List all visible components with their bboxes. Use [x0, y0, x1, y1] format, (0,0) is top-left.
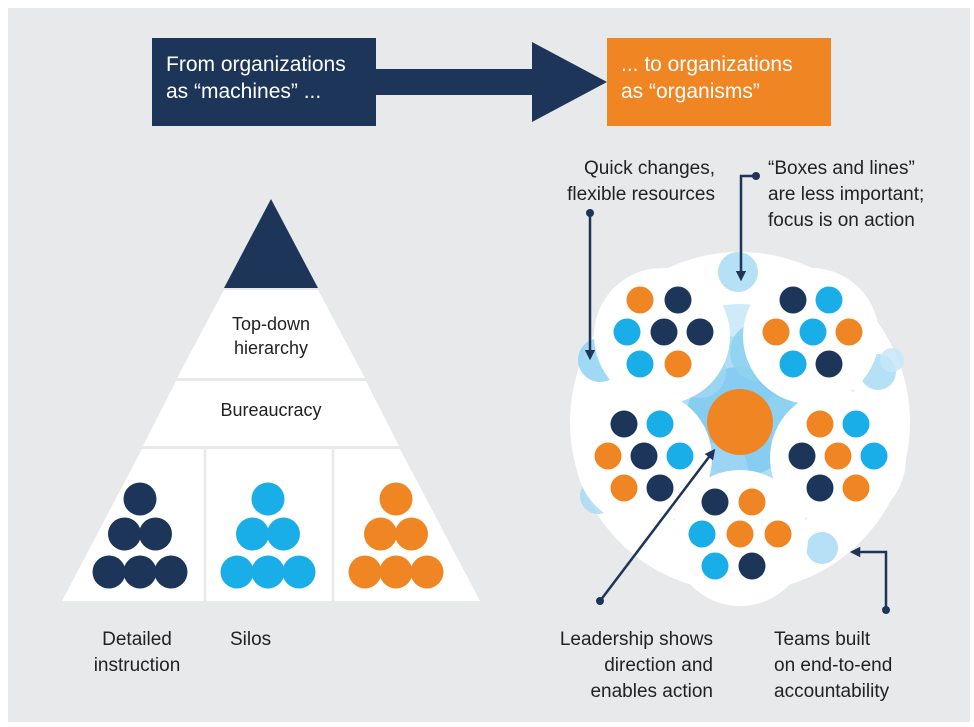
silo-dot	[123, 482, 157, 516]
team-member-dot	[701, 552, 729, 580]
team-member-dot	[630, 442, 658, 470]
pyramid-tier-hierarchy	[177, 290, 365, 378]
transition-arrow	[376, 42, 607, 122]
hierarchy-label: Top-down hierarchy	[231, 314, 311, 358]
silo-dot	[108, 517, 141, 551]
teams-connector	[849, 546, 888, 610]
silo-dot	[267, 517, 300, 551]
tissue-blob	[880, 348, 904, 372]
quick-changes-callout: Quick changes, flexible resources	[567, 158, 715, 205]
team-member-dot	[835, 318, 863, 346]
team-member-dot	[594, 442, 622, 470]
connector-dot	[882, 606, 890, 614]
leadership-connector	[599, 448, 716, 602]
silo-dot	[379, 555, 413, 589]
team-member-dot	[626, 286, 654, 314]
teams-callout: Teams built on end-to-end accountability	[774, 629, 893, 702]
callout-connectors	[584, 172, 890, 614]
silo-dot	[364, 517, 397, 551]
silo-dot	[348, 555, 382, 589]
team-member-dot	[764, 520, 792, 548]
connector-dot	[596, 597, 604, 605]
team-member-dot	[726, 520, 754, 548]
team-member-dot	[799, 318, 827, 346]
organism	[570, 252, 910, 606]
silo-dot	[154, 555, 188, 589]
team-member-dot	[664, 286, 692, 314]
silo-dots	[92, 482, 444, 589]
team-member-dot	[860, 442, 888, 470]
team-member-dot	[666, 442, 694, 470]
team-member-dot	[806, 410, 834, 438]
boxes-lines-connector	[735, 174, 756, 282]
boxes-lines-callout: “Boxes and lines” are less important; fo…	[768, 158, 925, 231]
connector-dot	[586, 209, 594, 217]
silo-dot	[251, 482, 285, 516]
silo-dot	[410, 555, 444, 589]
silo-dot	[282, 555, 316, 589]
team-member-dot	[646, 410, 674, 438]
team-member-dot	[626, 350, 654, 378]
team-member-dot	[815, 286, 843, 314]
tissue-blob	[806, 532, 838, 564]
team-member-dot	[779, 286, 807, 314]
team-member-dot	[779, 350, 807, 378]
leader-dot	[707, 389, 773, 455]
team-member-dot	[842, 410, 870, 438]
silo-dot	[92, 555, 126, 589]
team-member-dot	[686, 318, 714, 346]
team-member-dot	[610, 410, 638, 438]
team-member-dot	[613, 318, 641, 346]
team-member-dot	[806, 474, 834, 502]
team-member-dot	[788, 442, 816, 470]
silo-dot	[379, 482, 413, 516]
team-member-dot	[815, 350, 843, 378]
leadership-callout: Leadership shows direction and enables a…	[559, 629, 713, 702]
team-member-dot	[842, 474, 870, 502]
team-member-dot	[738, 488, 766, 516]
team-member-dot	[762, 318, 790, 346]
team-member-dot	[824, 442, 852, 470]
team-member-dot	[664, 350, 692, 378]
team-member-dot	[738, 552, 766, 580]
silo-dot	[139, 517, 172, 551]
organisms-box: ... to organizations as “organisms”	[607, 38, 831, 126]
team-member-dot	[650, 318, 678, 346]
silo-dot	[220, 555, 254, 589]
machines-box: From organizations as “machines” ...	[152, 38, 376, 126]
silo-dot	[236, 517, 269, 551]
pyramid-tier-bureaucracy	[143, 381, 399, 446]
bureaucracy-label: Bureaucracy	[220, 400, 322, 420]
silo-dot	[395, 517, 428, 551]
team-dots	[594, 286, 888, 580]
silo-dot	[123, 555, 157, 589]
team-member-dot	[610, 474, 638, 502]
tissue-blob	[718, 252, 758, 292]
pyramid-apex	[224, 199, 318, 288]
pyramid	[62, 199, 480, 601]
team-member-dot	[701, 488, 729, 516]
team-member-dot	[688, 520, 716, 548]
silos-caption: Silos	[230, 629, 272, 650]
connector-dot	[752, 172, 760, 180]
team-member-dot	[646, 474, 674, 502]
silo-dot	[251, 555, 285, 589]
detailed-instruction-caption: Detailed instruction	[93, 629, 181, 676]
